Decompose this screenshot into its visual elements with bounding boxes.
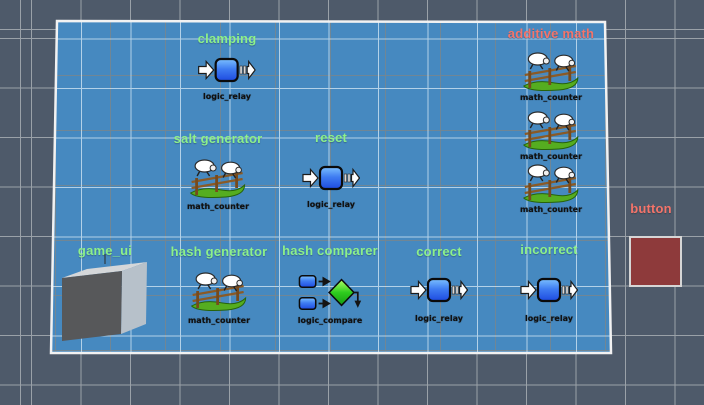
math-counter-icon[interactable] <box>521 50 581 92</box>
logic-relay-icon[interactable] <box>520 277 578 303</box>
entity-classname: logic_relay <box>525 314 573 323</box>
entity-classname: logic_relay <box>415 314 463 323</box>
node-label: hash comparer <box>282 243 378 258</box>
node-label: salt generator <box>173 131 263 146</box>
entity-classname: logic_relay <box>307 200 355 209</box>
entity-classname: logic_compare <box>297 316 363 325</box>
node-correct: correct logic_relay <box>410 244 468 324</box>
panel-border <box>49 19 613 355</box>
node-incorrect: incorrect logic_relay <box>520 242 578 324</box>
entity-classname: math_counter <box>519 93 583 102</box>
node-label: correct <box>416 244 462 259</box>
math-counter-icon[interactable] <box>521 162 581 204</box>
node-label: additive math <box>507 26 595 41</box>
logic-relay-icon[interactable] <box>302 165 360 191</box>
node-clamping: clamping logic_relay <box>198 31 257 102</box>
math-counter-icon[interactable] <box>521 109 581 151</box>
node-hash-generator: hash generator math_counter <box>171 244 268 326</box>
node-label: reset <box>314 130 348 145</box>
logic-relay-icon[interactable] <box>197 57 256 83</box>
math-counter-icon[interactable] <box>188 157 248 199</box>
node-reset: reset logic_relay <box>302 130 360 210</box>
entity-classname: logic_relay <box>203 92 251 101</box>
node-label: hash generator <box>170 244 268 259</box>
node-additive-math: additive math math_counter math_counter … <box>508 26 594 215</box>
gray-cube[interactable] <box>56 252 152 344</box>
node-label: button <box>630 201 672 216</box>
node-game-ui: game_ui <box>78 243 132 258</box>
logic-relay-icon[interactable] <box>410 277 468 303</box>
node-label: game_ui <box>77 243 133 258</box>
entity-classname: math_counter <box>186 202 250 211</box>
math-counter-icon[interactable] <box>189 270 249 312</box>
entity-classname: math_counter <box>519 152 583 161</box>
logic-compare-icon[interactable] <box>297 271 364 315</box>
node-salt-generator: salt generator math_counter <box>174 131 263 212</box>
entity-classname: math_counter <box>187 316 251 325</box>
red-button-brush[interactable] <box>629 236 682 287</box>
entity-classname: math_counter <box>519 205 583 214</box>
node-button: button <box>630 201 672 216</box>
node-hash-comparer: hash comparer logic_compare <box>282 243 378 326</box>
node-label: clamping <box>197 31 257 46</box>
node-label: incorrect <box>520 242 578 257</box>
